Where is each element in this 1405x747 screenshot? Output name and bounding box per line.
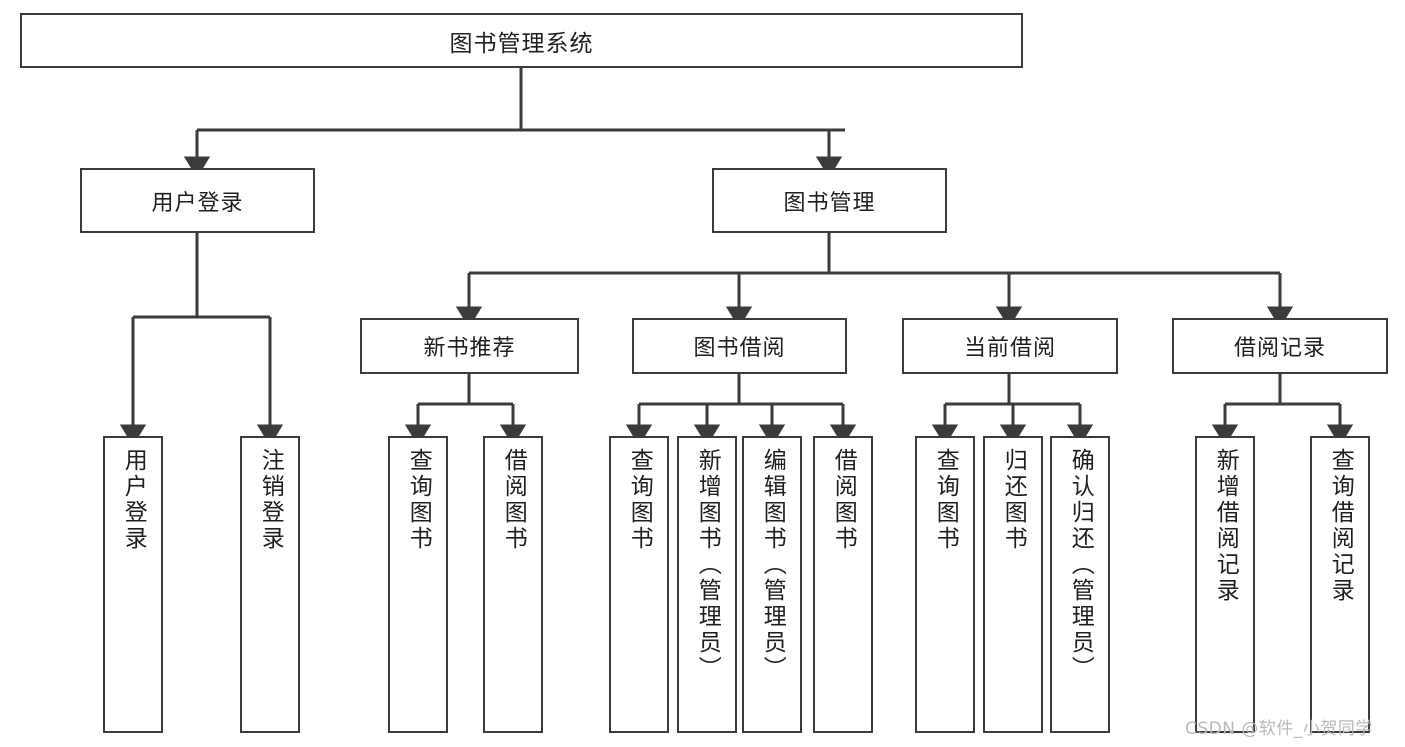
- node-label: 编辑图书（管理员）: [759, 448, 786, 682]
- node-label: 借阅图书: [500, 448, 527, 552]
- leaf-book-borrow-edit-admin[interactable]: 编辑图书（管理员）: [742, 436, 802, 733]
- node-label: 注销登录: [257, 448, 284, 552]
- node-label: 查询图书: [932, 448, 959, 552]
- node-current-borrow[interactable]: 当前借阅: [902, 318, 1118, 374]
- node-label: 查询图书: [405, 448, 432, 552]
- node-label: 查询图书: [626, 448, 653, 552]
- leaf-current-borrow-query[interactable]: 查询图书: [915, 436, 975, 733]
- leaf-user-login-logout[interactable]: 注销登录: [240, 436, 300, 733]
- node-label: 借阅图书: [830, 448, 857, 552]
- leaf-user-login-login[interactable]: 用户登录: [103, 436, 163, 733]
- node-label: 图书借阅: [693, 336, 786, 361]
- leaf-new-book-borrow[interactable]: 借阅图书: [483, 436, 543, 733]
- node-borrow-record[interactable]: 借阅记录: [1172, 318, 1388, 374]
- node-label: 确认归还（管理员）: [1067, 448, 1094, 682]
- leaf-book-borrow-add-admin[interactable]: 新增图书（管理员）: [677, 436, 737, 733]
- node-label: 归还图书: [1000, 448, 1027, 552]
- node-root-book-management-system[interactable]: 图书管理系统: [20, 13, 1023, 68]
- node-new-book-recommend[interactable]: 新书推荐: [360, 318, 579, 374]
- leaf-current-borrow-return[interactable]: 归还图书: [983, 436, 1043, 733]
- node-label: 用户登录: [151, 190, 244, 216]
- node-label: 当前借阅: [963, 336, 1056, 361]
- node-user-login[interactable]: 用户登录: [80, 168, 315, 233]
- leaf-new-book-query[interactable]: 查询图书: [388, 436, 448, 733]
- node-label: 图书管理系统: [449, 30, 594, 57]
- node-label: 查询借阅记录: [1327, 448, 1354, 604]
- leaf-borrow-record-add[interactable]: 新增借阅记录: [1195, 436, 1255, 733]
- leaf-current-borrow-confirm-admin[interactable]: 确认归还（管理员）: [1050, 436, 1110, 733]
- node-label: 用户登录: [120, 448, 147, 552]
- node-label: 图书管理: [783, 190, 876, 216]
- node-label: 新增借阅记录: [1212, 448, 1239, 604]
- node-label: 借阅记录: [1233, 336, 1326, 361]
- node-label: 新书推荐: [423, 336, 516, 361]
- leaf-book-borrow-query[interactable]: 查询图书: [609, 436, 669, 733]
- leaf-book-borrow-borrow[interactable]: 借阅图书: [813, 436, 873, 733]
- node-book-management[interactable]: 图书管理: [712, 168, 947, 233]
- csdn-watermark: CSDN @软件_小贺同学: [1185, 719, 1373, 739]
- leaf-borrow-record-query[interactable]: 查询借阅记录: [1310, 436, 1370, 733]
- node-label: 新增图书（管理员）: [694, 448, 721, 682]
- node-book-borrow[interactable]: 图书借阅: [632, 318, 847, 374]
